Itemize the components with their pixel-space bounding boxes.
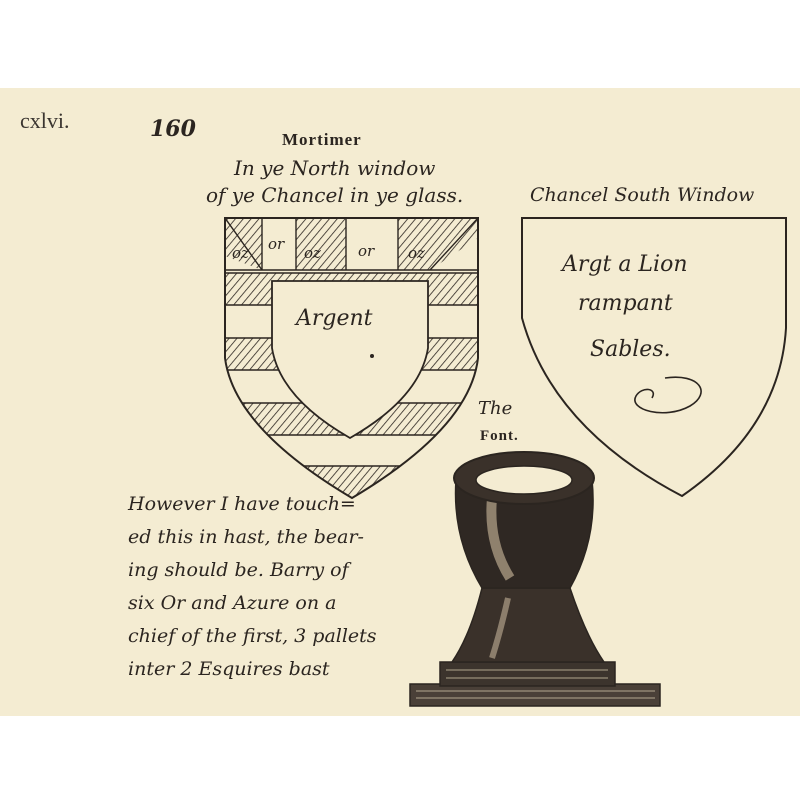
south-window-shield: Argt a Lion rampant Sables. xyxy=(521,217,787,498)
page-number: 160 xyxy=(150,116,196,142)
chief-label-2: or xyxy=(268,235,285,253)
font-label-font: Font. xyxy=(480,428,519,444)
chief-label-5: oz xyxy=(408,244,425,262)
south-shield-line-1: Argt a Lion xyxy=(560,252,688,277)
paragraph-line-1: However I have touch= xyxy=(128,493,356,515)
chief-label-4: or xyxy=(358,242,375,260)
paragraph-line-6: inter 2 Esquires bast xyxy=(128,658,330,680)
paragraph-line-3: ing should be. Barry of xyxy=(128,559,349,581)
mortimer-note-line-2: of ye Chancel in ye glass. xyxy=(206,183,464,207)
south-shield-line-2: rampant xyxy=(578,291,673,316)
blazon-paragraph: However I have touch= ed this in hast, t… xyxy=(128,488,377,686)
paragraph-line-5: chief of the first, 3 pallets xyxy=(128,625,377,647)
folio-number: cxlvi. xyxy=(20,108,70,133)
font-label-the: The xyxy=(478,398,513,419)
manuscript-page: cxlvi. 160 Mortimer In ye North window o… xyxy=(0,88,800,716)
inescutcheon-label: Argent xyxy=(294,306,373,331)
south-window-heading: Chancel South Window xyxy=(530,184,755,206)
south-shield-line-3: Sables. xyxy=(590,337,671,362)
paragraph-line-2: ed this in hast, the bear- xyxy=(128,526,364,548)
chief-label-1: oz xyxy=(232,244,249,262)
paragraph-line-4: six Or and Azure on a xyxy=(128,592,337,614)
mortimer-shield xyxy=(224,217,479,500)
font-drawing xyxy=(409,451,661,707)
chief-label-3: oz xyxy=(304,244,321,262)
mortimer-heading: Mortimer xyxy=(282,130,362,149)
mortimer-note-line-1: In ye North window xyxy=(234,156,436,180)
flourish xyxy=(634,376,702,414)
drawings: oz or oz or oz Argent Argt a Lion rampan… xyxy=(224,217,787,707)
